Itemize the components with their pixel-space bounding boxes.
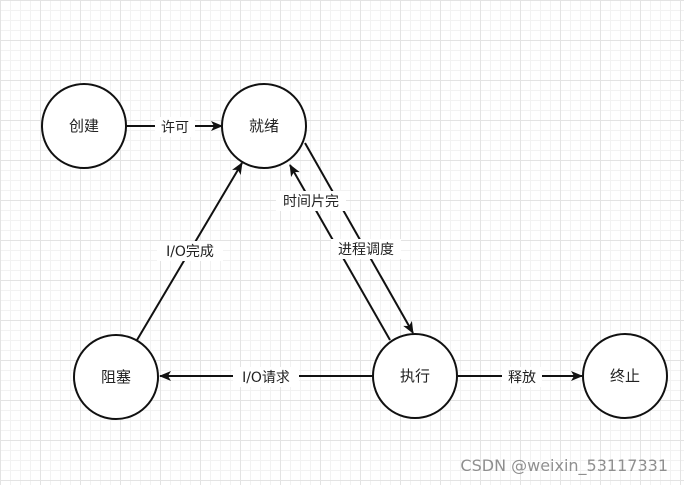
edge-label-time-slice-done: 时间片完 <box>283 194 339 210</box>
edge-label-process-schedule: 进程调度 <box>338 242 394 258</box>
node-create-label: 创建 <box>69 117 99 135</box>
edge-ready-to-running <box>304 142 414 334</box>
edge-label-io-complete: I/O完成 <box>166 244 214 260</box>
node-terminated-label: 终止 <box>610 367 640 385</box>
node-blocked-label: 阻塞 <box>101 368 131 386</box>
edge-label-io-request: I/O请求 <box>242 370 290 386</box>
node-ready: 就绪 <box>221 83 307 169</box>
node-running: 执行 <box>372 333 458 419</box>
node-ready-label: 就绪 <box>249 117 279 135</box>
node-create: 创建 <box>41 83 127 169</box>
node-blocked: 阻塞 <box>73 334 159 420</box>
node-terminated: 终止 <box>582 333 668 419</box>
edge-label-release: 释放 <box>508 370 536 386</box>
watermark: CSDN @weixin_53117331 <box>460 456 668 475</box>
edge-label-permit: 许可 <box>161 120 189 136</box>
node-running-label: 执行 <box>400 367 430 385</box>
